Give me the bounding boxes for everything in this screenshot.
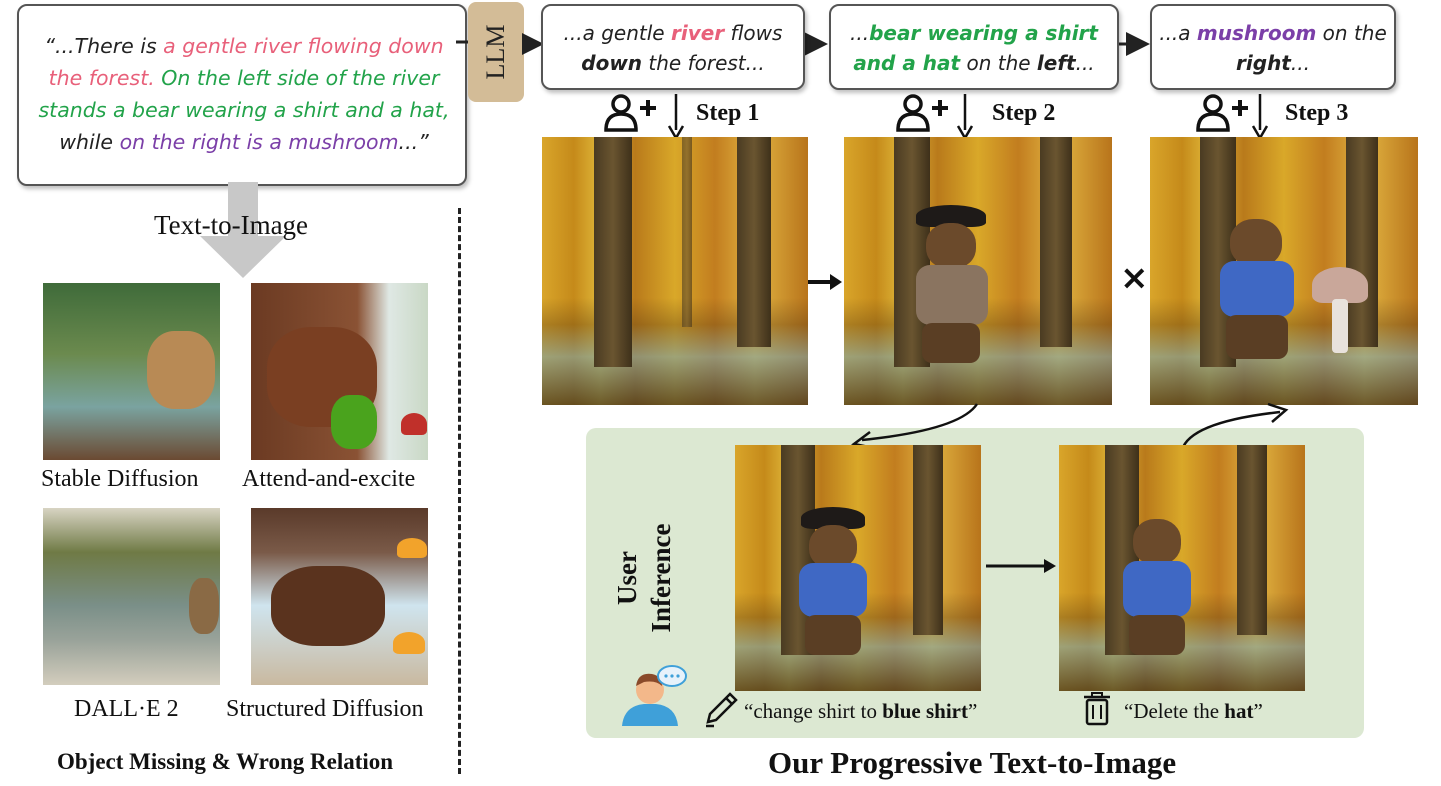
step3-post: ... [1290, 51, 1310, 75]
edit-1-caption: “change shirt to blue shirt” [744, 699, 977, 724]
step2-mid: on the [960, 51, 1037, 75]
user-thinking-icon [622, 665, 687, 726]
edit1-bold: blue shirt [882, 699, 968, 723]
step3-pre: ...a [1159, 21, 1197, 45]
step-3-image [1150, 137, 1418, 405]
edit-1-image [735, 445, 981, 691]
prompt-seg-river: a gentle river flowing down the forest. [48, 34, 444, 90]
edit-2-image [1059, 445, 1305, 691]
shirt-shape [916, 265, 988, 325]
step3-key-mushroom: mushroom [1196, 21, 1317, 45]
step1-to-step2-arrow [808, 274, 842, 290]
step-1-image [542, 137, 808, 405]
structured-diffusion-label: Structured Diffusion [226, 696, 424, 722]
edit-arrow [986, 559, 1056, 573]
user-inference-line2: Inference [646, 523, 676, 633]
dalle2-image [43, 508, 220, 685]
edit2-pre: “Delete the [1124, 699, 1225, 723]
step-1-text-box: ...a gentle river flows down the forest.… [541, 4, 805, 90]
section-separator [458, 208, 461, 774]
add-user-icon [896, 94, 948, 132]
curve-to-edit1 [861, 403, 979, 442]
main-caption: Our Progressive Text-to-Image [768, 745, 1177, 780]
step3-mid: on the [1316, 21, 1387, 45]
bear-head-shape [926, 223, 976, 269]
prompt-seg-1: There is [74, 34, 164, 58]
step2-post: ... [1075, 51, 1095, 75]
add-user-icon [1196, 94, 1248, 132]
dalle2-label: DALL·E 2 [74, 696, 179, 722]
step1-key-down: down [581, 51, 643, 75]
pencil-icon [706, 692, 738, 728]
input-prompt-box: “...There is a gentle river flowing down… [17, 4, 467, 186]
attend-and-excite-label: Attend-and-excite [242, 466, 416, 492]
step-3-label: Step 3 [1285, 100, 1349, 126]
edit1-post: ” [967, 699, 978, 723]
baseline-caption: Object Missing & Wrong Relation [57, 749, 394, 774]
step2-key-left: left [1036, 51, 1076, 75]
step-2-image [844, 137, 1112, 405]
blue-shirt-shape [1220, 261, 1294, 317]
user-inference-title: User Inference [606, 492, 676, 633]
text-to-image-arrow [200, 182, 286, 278]
trash-icon [1084, 692, 1110, 726]
step-2-text-box: ...bear wearing a shirt and a hat on the… [829, 4, 1119, 90]
step-2-label: Step 2 [992, 100, 1056, 126]
step2-pre: ... [850, 21, 870, 45]
prompt-seg-4: while [59, 130, 120, 154]
structured-diffusion-image [251, 508, 428, 685]
stable-diffusion-label: Stable Diffusion [41, 466, 199, 492]
attend-and-excite-image [251, 283, 428, 460]
step3-down-arrow-icon [1251, 94, 1269, 140]
step1-pre: ...a gentle [563, 21, 671, 45]
prompt-close-quote: ...” [398, 130, 429, 154]
step1-post: the forest... [642, 51, 765, 75]
stable-diffusion-image [43, 283, 220, 460]
hat-shape [916, 205, 986, 227]
input-prompt-text: “...There is a gentle river flowing down… [33, 30, 455, 158]
edit1-pre: “change shirt to [744, 699, 883, 723]
step-1-label: Step 1 [696, 100, 760, 126]
edit2-bold: hat [1224, 699, 1254, 723]
text-to-image-label: Text-to-Image [154, 210, 309, 240]
add-user-icon [604, 94, 656, 132]
prompt-seg-bear: On the left side of the river stands a b… [38, 66, 450, 122]
edit2-post: ” [1253, 699, 1263, 723]
llm-block: LLM [468, 2, 524, 102]
step3-key-right: right [1236, 51, 1291, 75]
llm-label: LLM [481, 24, 510, 80]
edit-2-caption: “Delete the hat” [1124, 699, 1263, 724]
curve-to-step3 [1180, 410, 1281, 451]
user-inference-line1: User [612, 551, 642, 605]
step2-down-arrow-icon [956, 94, 974, 140]
step1-mid: flows [724, 21, 783, 45]
mushroom-cap-shape [1312, 267, 1368, 303]
step-3-text-box: ...a mushroom on the right... [1150, 4, 1396, 90]
prompt-open-quote: “... [44, 34, 75, 58]
rejected-cross-icon: × [1120, 258, 1149, 298]
step1-down-arrow-icon [667, 94, 685, 140]
prompt-seg-mushroom: on the right is a mushroom [119, 130, 399, 154]
step1-key-river: river [670, 21, 725, 45]
step2-key-bear: bear wearing a shirt and a hat [853, 21, 1098, 75]
